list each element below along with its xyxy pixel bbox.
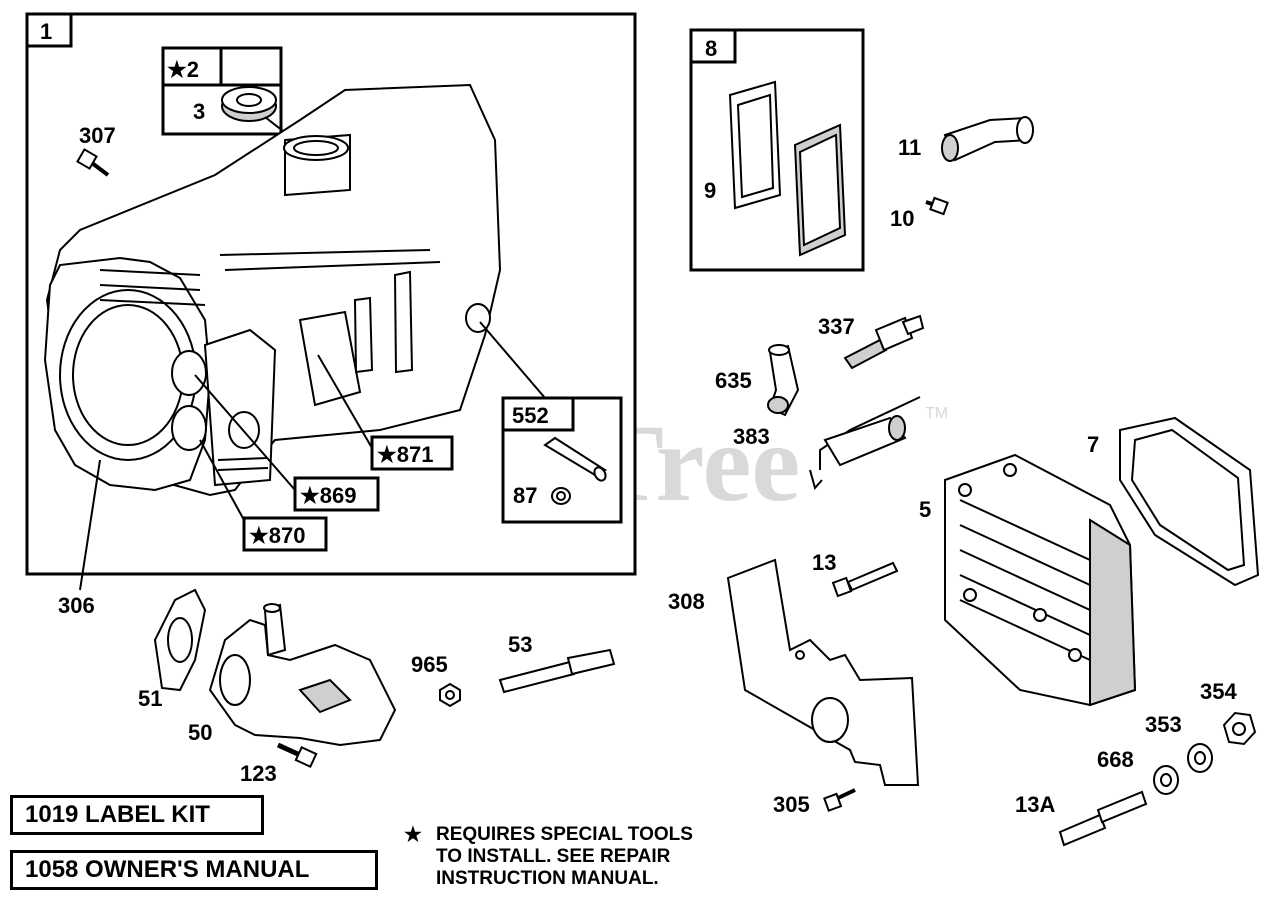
pin-group-number-box (501, 396, 575, 432)
spark-plug-part[interactable] (843, 314, 925, 370)
part-label-306[interactable]: 306 (58, 593, 95, 618)
bolt-13-part[interactable] (831, 561, 899, 598)
lock-washer-353-part[interactable] (1187, 743, 1213, 773)
part-label-383[interactable]: 383 (733, 424, 770, 449)
part-label-871[interactable]: ★871 (377, 442, 433, 467)
label-box-869 (293, 476, 380, 512)
part-label-354[interactable]: 354 (1200, 679, 1237, 704)
part-label-337[interactable]: 337 (818, 314, 855, 339)
part-label-53[interactable]: 53 (508, 632, 532, 657)
part-label-13[interactable]: 13 (812, 550, 836, 575)
head-gasket-part[interactable] (1119, 416, 1260, 587)
part-label-11[interactable]: 11 (898, 135, 921, 160)
owners-manual-box[interactable]: 1058 OWNER'S MANUAL (10, 850, 378, 890)
dowel-pin-part[interactable] (543, 436, 608, 483)
part-label-123[interactable]: 123 (240, 761, 277, 786)
intake-manifold-part[interactable] (208, 603, 397, 747)
ring-87-part[interactable] (551, 487, 571, 505)
star-icon: ★ (404, 824, 422, 846)
part-label-3[interactable]: 3 (193, 99, 205, 124)
part-label-87[interactable]: 87 (513, 483, 537, 508)
part-label-668[interactable]: 668 (1097, 747, 1134, 772)
screw-10-part[interactable] (925, 196, 949, 216)
engine-block-number[interactable]: 1 (40, 19, 52, 44)
bolt-307-part[interactable] (76, 148, 110, 177)
part-label-9[interactable]: 9 (704, 178, 716, 203)
washer-668-part[interactable] (1153, 765, 1179, 795)
breather-elbow-part[interactable] (941, 116, 1034, 162)
part-label-353[interactable]: 353 (1145, 712, 1182, 737)
part-label-13a[interactable]: 13A (1015, 792, 1055, 817)
nut-354-part[interactable] (1222, 711, 1257, 746)
baffle-308-part[interactable] (726, 558, 920, 786)
screw-305-part[interactable] (823, 788, 856, 812)
spark-plug-boot-part[interactable] (767, 344, 800, 417)
part-label-5[interactable]: 5 (919, 497, 931, 522)
note-line-3: INSTRUCTION MANUAL. (436, 868, 659, 889)
intake-gasket-number-box (689, 28, 737, 64)
part-label-305[interactable]: 305 (773, 792, 810, 817)
label-kit-box[interactable]: 1019 LABEL KIT (10, 795, 264, 835)
part-label-308[interactable]: 308 (668, 589, 705, 614)
nut-965-part[interactable] (439, 682, 461, 708)
part-label-7[interactable]: 7 (1087, 432, 1099, 457)
stud-13a-part[interactable] (1058, 790, 1148, 847)
special-tools-note: ★ REQUIRES SPECIAL TOOLS TO INSTALL. SEE… (404, 824, 784, 890)
part-label-552[interactable]: 552 (512, 403, 549, 428)
note-line-1: REQUIRES SPECIAL TOOLS (436, 824, 693, 845)
ground-wire-part[interactable] (809, 396, 921, 491)
part-label-8[interactable]: 8 (705, 36, 717, 61)
watermark-trademark: TM (925, 405, 948, 422)
note-line-2: TO INSTALL. SEE REPAIR (436, 846, 671, 867)
part-label-50[interactable]: 50 (188, 720, 212, 745)
part-label-307[interactable]: 307 (79, 123, 116, 148)
gasket-9-part[interactable] (728, 80, 847, 257)
part-label-635[interactable]: 635 (715, 368, 752, 393)
engine-block-part[interactable] (43, 83, 502, 497)
stud-53-part[interactable] (498, 648, 616, 694)
part-label-869[interactable]: ★869 (300, 483, 356, 508)
part-label-965[interactable]: 965 (411, 652, 448, 677)
label-box-871 (370, 435, 454, 471)
screw-123-part[interactable] (276, 742, 318, 769)
label-box-870 (242, 516, 328, 552)
engine-block-number-box (25, 12, 73, 48)
intake-gasket-51-part[interactable] (153, 588, 207, 692)
part-label-2[interactable]: ★2 (167, 57, 199, 82)
cylinder-head-part[interactable] (944, 453, 1137, 707)
part-label-870[interactable]: ★870 (249, 523, 305, 548)
part-label-10[interactable]: 10 (890, 206, 914, 231)
oil-seal-part[interactable] (221, 86, 277, 122)
part-label-51[interactable]: 51 (138, 686, 162, 711)
